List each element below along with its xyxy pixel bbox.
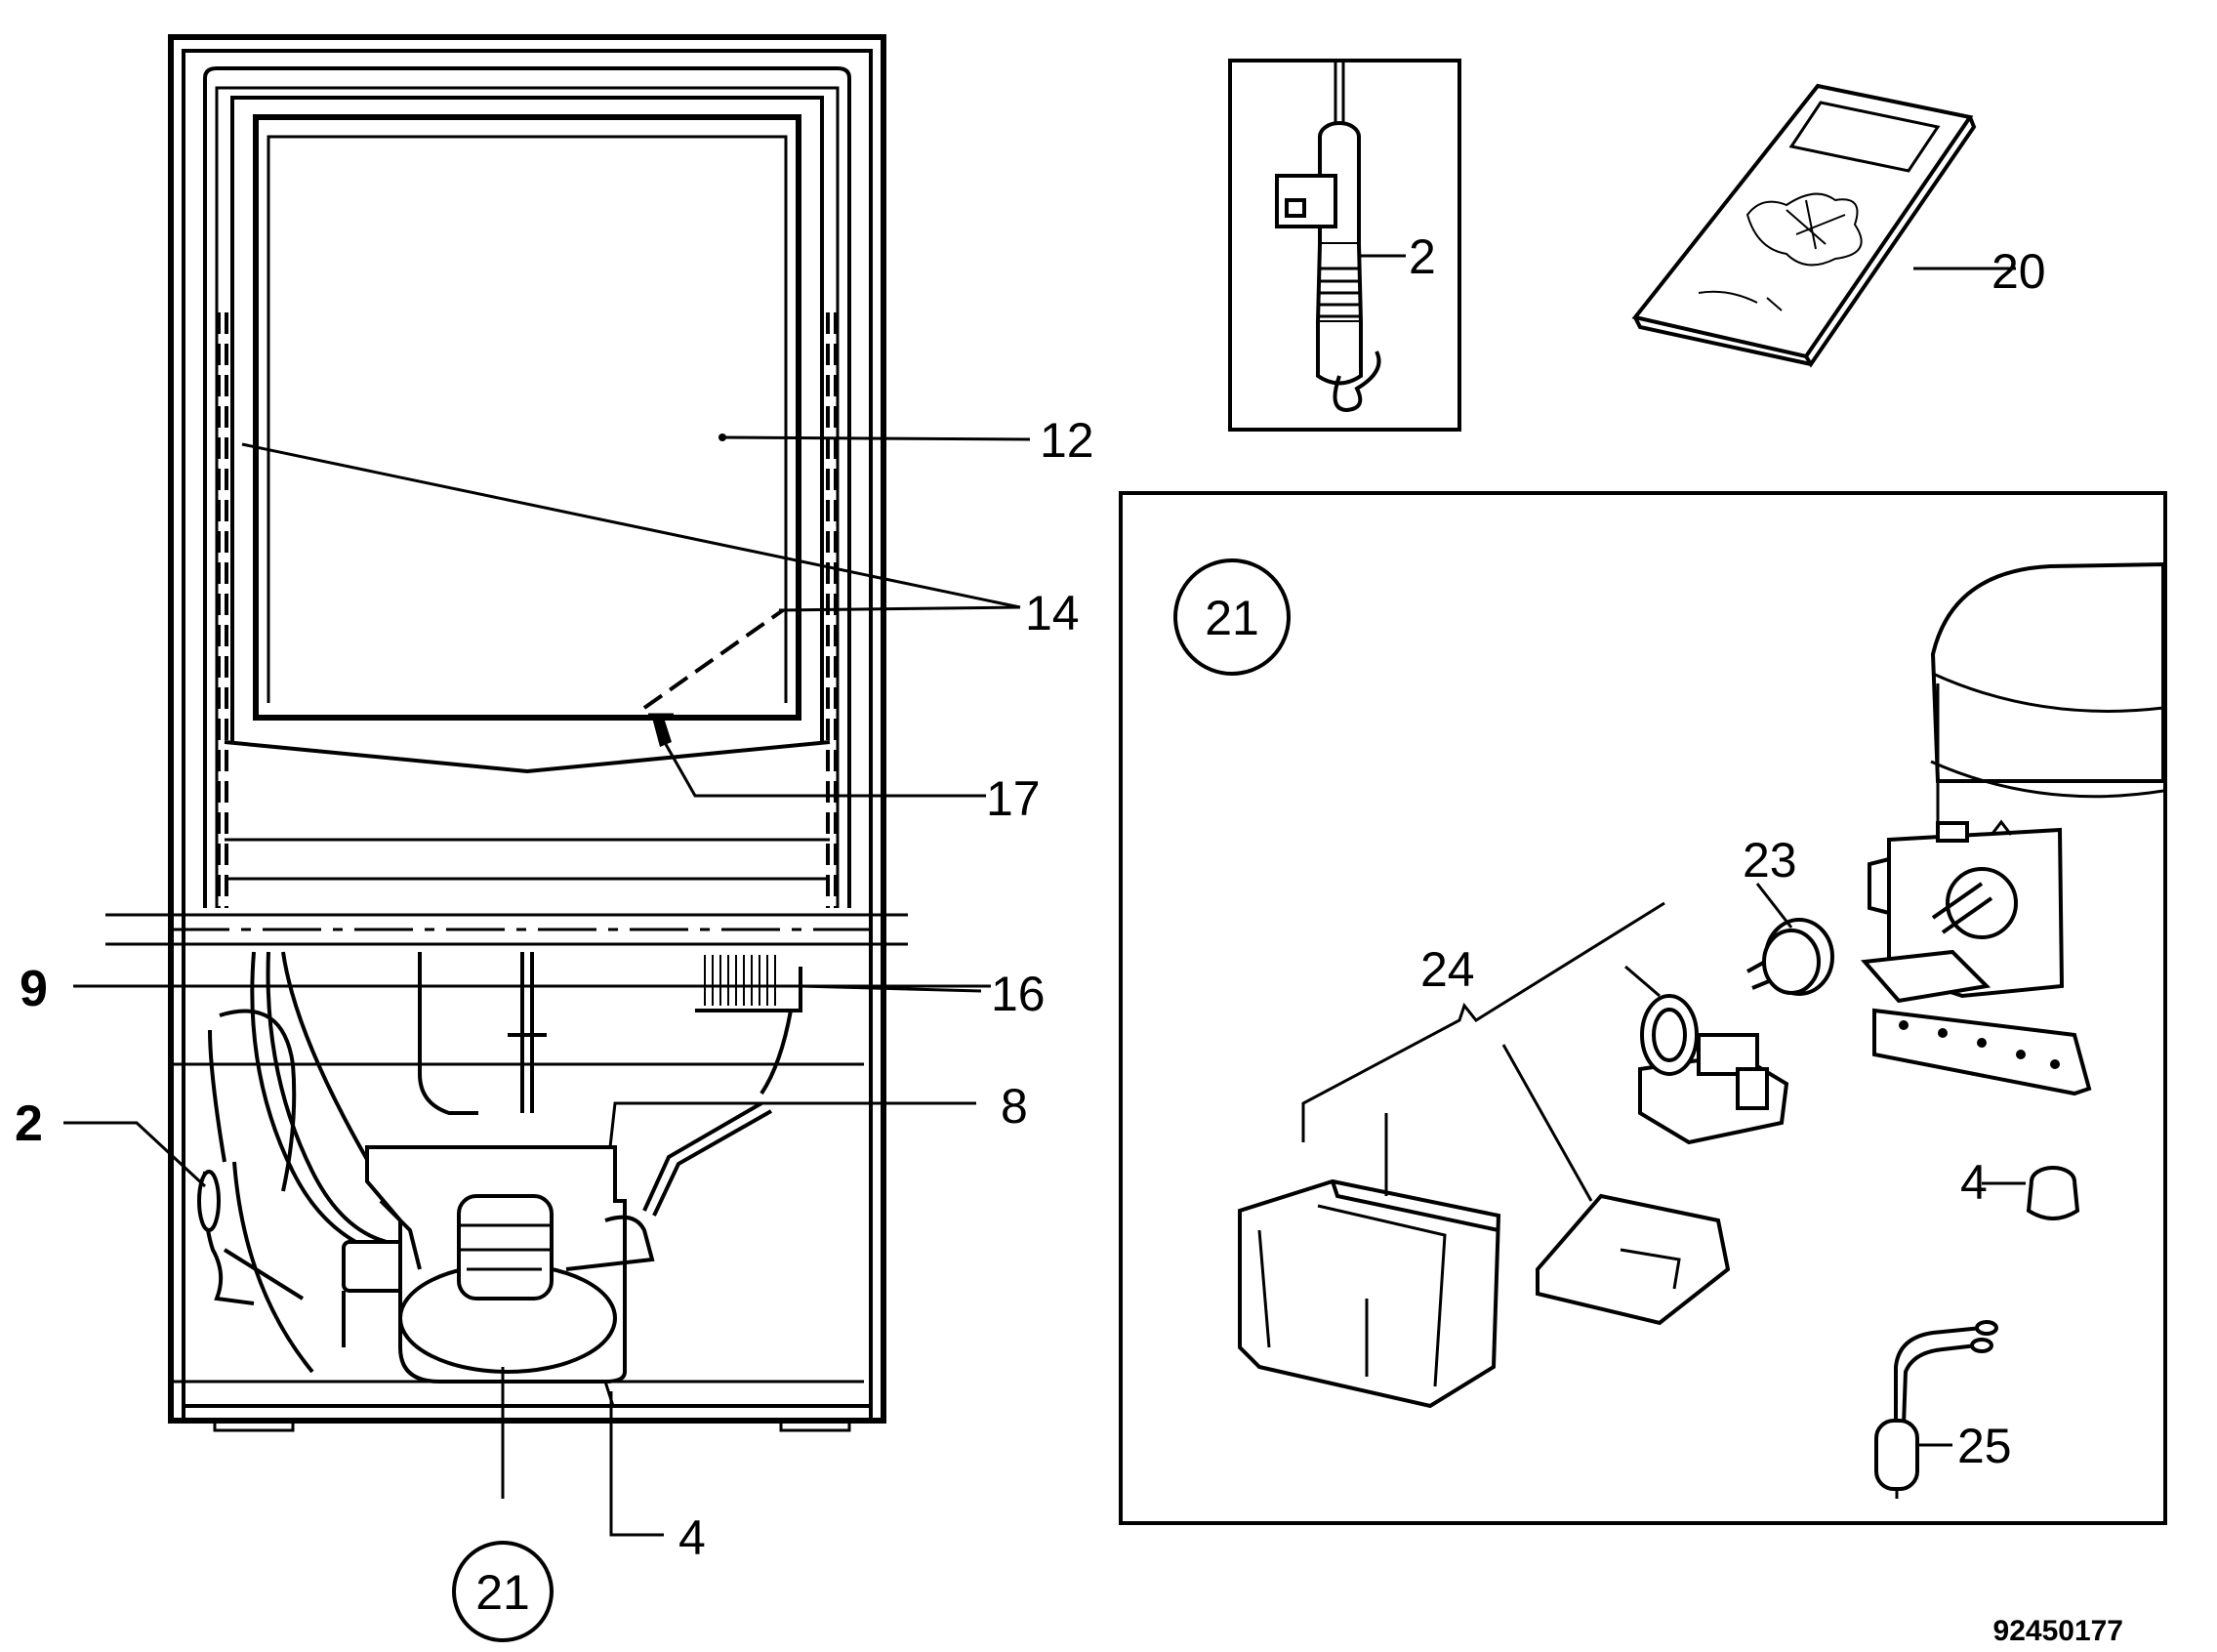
label-24: 24 [1420, 942, 1475, 997]
fridge-leader-lines [63, 434, 1031, 1537]
manual-booklet [1631, 83, 2016, 368]
label-21-bottom: 21 [475, 1565, 530, 1620]
label-2-left: 2 [15, 1095, 43, 1152]
thermostat-inset [1228, 59, 1461, 432]
callout-circle-21-bottom [452, 1541, 554, 1642]
compressor-detail-box [1119, 491, 2167, 1525]
callout-circle-21-detail [1173, 558, 1291, 676]
label-25: 25 [1957, 1419, 2012, 1473]
document-number: 92450177 [1993, 1615, 2123, 1647]
label-16: 16 [991, 967, 1046, 1021]
label-17: 17 [986, 771, 1041, 826]
label-20: 20 [1991, 244, 2046, 299]
fridge-cabinet-drawing [105, 34, 908, 1432]
label-4-bottom: 4 [678, 1510, 706, 1565]
label-14: 14 [1025, 586, 1080, 640]
label-4-detail: 4 [1960, 1155, 1988, 1210]
label-21-detail: 21 [1205, 591, 1259, 645]
label-8: 8 [1001, 1079, 1028, 1134]
label-23: 23 [1743, 833, 1797, 888]
label-9: 9 [20, 961, 48, 1017]
label-12: 12 [1040, 413, 1094, 468]
label-2-thermostat: 2 [1409, 229, 1436, 284]
